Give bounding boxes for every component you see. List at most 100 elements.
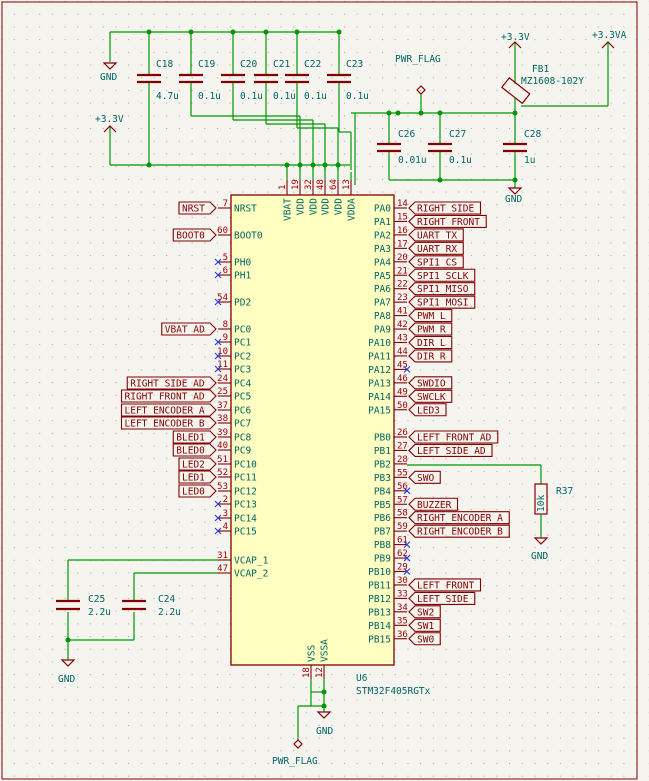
net-label-left-side-ad: LEFT_SIDE_AD <box>417 446 486 457</box>
pin-name: VDD <box>334 198 345 215</box>
pin-number: 5 <box>223 253 228 263</box>
pin-number: 54 <box>217 293 228 303</box>
pin-name: PA10 <box>368 338 391 349</box>
pin-name: PC6 <box>234 406 251 417</box>
pin-number: 23 <box>397 293 408 303</box>
net-label-uart-tx: UART_TX <box>417 230 457 241</box>
mcu-reference: U6 <box>356 673 368 684</box>
net-label-left-front-ad: LEFT_FRONT_AD <box>417 433 492 444</box>
resistor-value: 10k <box>536 495 547 512</box>
pin-number: 45 <box>397 360 408 370</box>
pin-number: 1 <box>278 185 288 190</box>
net-label-right-encoder-b: RIGHT_ENCODER_B <box>417 527 503 538</box>
ferrite-ref: FB1 <box>532 64 549 75</box>
pin-number: 37 <box>217 401 228 411</box>
pin-name: VCAP_2 <box>234 569 268 580</box>
pin-vcap-2: VCAP_247 <box>217 564 268 580</box>
pin-name: PD2 <box>234 298 251 309</box>
pin-number: 12 <box>315 667 325 678</box>
pin-name: PA0 <box>374 204 391 215</box>
capacitor-ref: C27 <box>449 129 466 140</box>
net-label-buzzer: BUZZER <box>417 500 452 511</box>
pin-name: PC10 <box>234 460 257 471</box>
pin-name: PC5 <box>234 392 251 403</box>
pin-number: 38 <box>217 414 228 424</box>
pin-number: 58 <box>397 509 408 519</box>
capacitor-ref: C25 <box>88 594 105 605</box>
net-label-dir-r: DIR_R <box>417 351 446 362</box>
capacitor-value: 0.1u <box>449 155 472 166</box>
pin-number: 57 <box>397 495 408 505</box>
pin-name: PA9 <box>374 325 391 336</box>
pin-name: PC13 <box>234 500 257 511</box>
v33-label-left: +3.3V <box>95 114 124 125</box>
mcu-value: STM32F405RGTx <box>356 686 431 697</box>
pin-name: PC9 <box>234 446 251 457</box>
capacitor-c27: C27 0.1u <box>428 110 472 180</box>
pwr-flag-top: PWR_FLAG <box>395 54 441 113</box>
pin-name: PA15 <box>368 405 391 416</box>
capacitor-ref: C28 <box>524 129 541 140</box>
capacitor-ref: C21 <box>273 59 290 70</box>
pin-number: 18 <box>302 667 312 678</box>
mcu-symbol: NRST7NRSTBOOT060BOOT0PH05PH16PD254PC08VB… <box>120 179 510 697</box>
pin-number: 28 <box>397 455 408 465</box>
pin-name: PC2 <box>234 352 251 363</box>
pin-number: 39 <box>217 428 228 438</box>
pin-number: 52 <box>217 468 228 478</box>
pin-name: PH0 <box>234 258 251 269</box>
pin-name: PA1 <box>374 217 391 228</box>
capacitor-ref: C26 <box>398 129 415 140</box>
pin-name: PB1 <box>374 446 391 457</box>
pin-vssa: 12 VSSA <box>315 639 331 679</box>
mcu-ground-section: GND PWR_FLAG <box>272 679 333 767</box>
pin-number: 22 <box>397 280 408 290</box>
pin-number: 8 <box>223 320 228 330</box>
analog-supply-section: PWR_FLAG +3.3V FB1 MZ1608-102Y +3.3VA GN… <box>354 30 627 205</box>
net-label-vbat-ad: VBAT_AD <box>165 325 205 336</box>
pin-number: 41 <box>397 307 408 317</box>
pin-name: VDD <box>296 198 307 215</box>
pin-name: PB14 <box>368 621 391 632</box>
pin-name: VSS <box>307 645 318 662</box>
pin-number: 24 <box>217 374 228 384</box>
capacitor-value: 0.1u <box>198 91 221 102</box>
pin-name: VSSA <box>320 639 331 662</box>
net-label-right-side: RIGHT_SIDE <box>417 204 474 215</box>
pwr-flag-label-top: PWR_FLAG <box>395 54 441 65</box>
pin-number: 42 <box>397 320 408 330</box>
pin-vss: 18 VSS <box>302 645 318 679</box>
capacitor-ref: C22 <box>304 59 321 70</box>
net-label-dir-l: DIR_L <box>417 338 446 349</box>
pin-name: PA8 <box>374 311 391 322</box>
net-label-pwm-l: PWM_L <box>417 311 446 322</box>
pin-name: PC14 <box>234 514 257 525</box>
pin-name: BOOT0 <box>234 231 263 242</box>
pin-name: PA5 <box>374 271 391 282</box>
capacitor-value: 2.2u <box>158 607 181 618</box>
